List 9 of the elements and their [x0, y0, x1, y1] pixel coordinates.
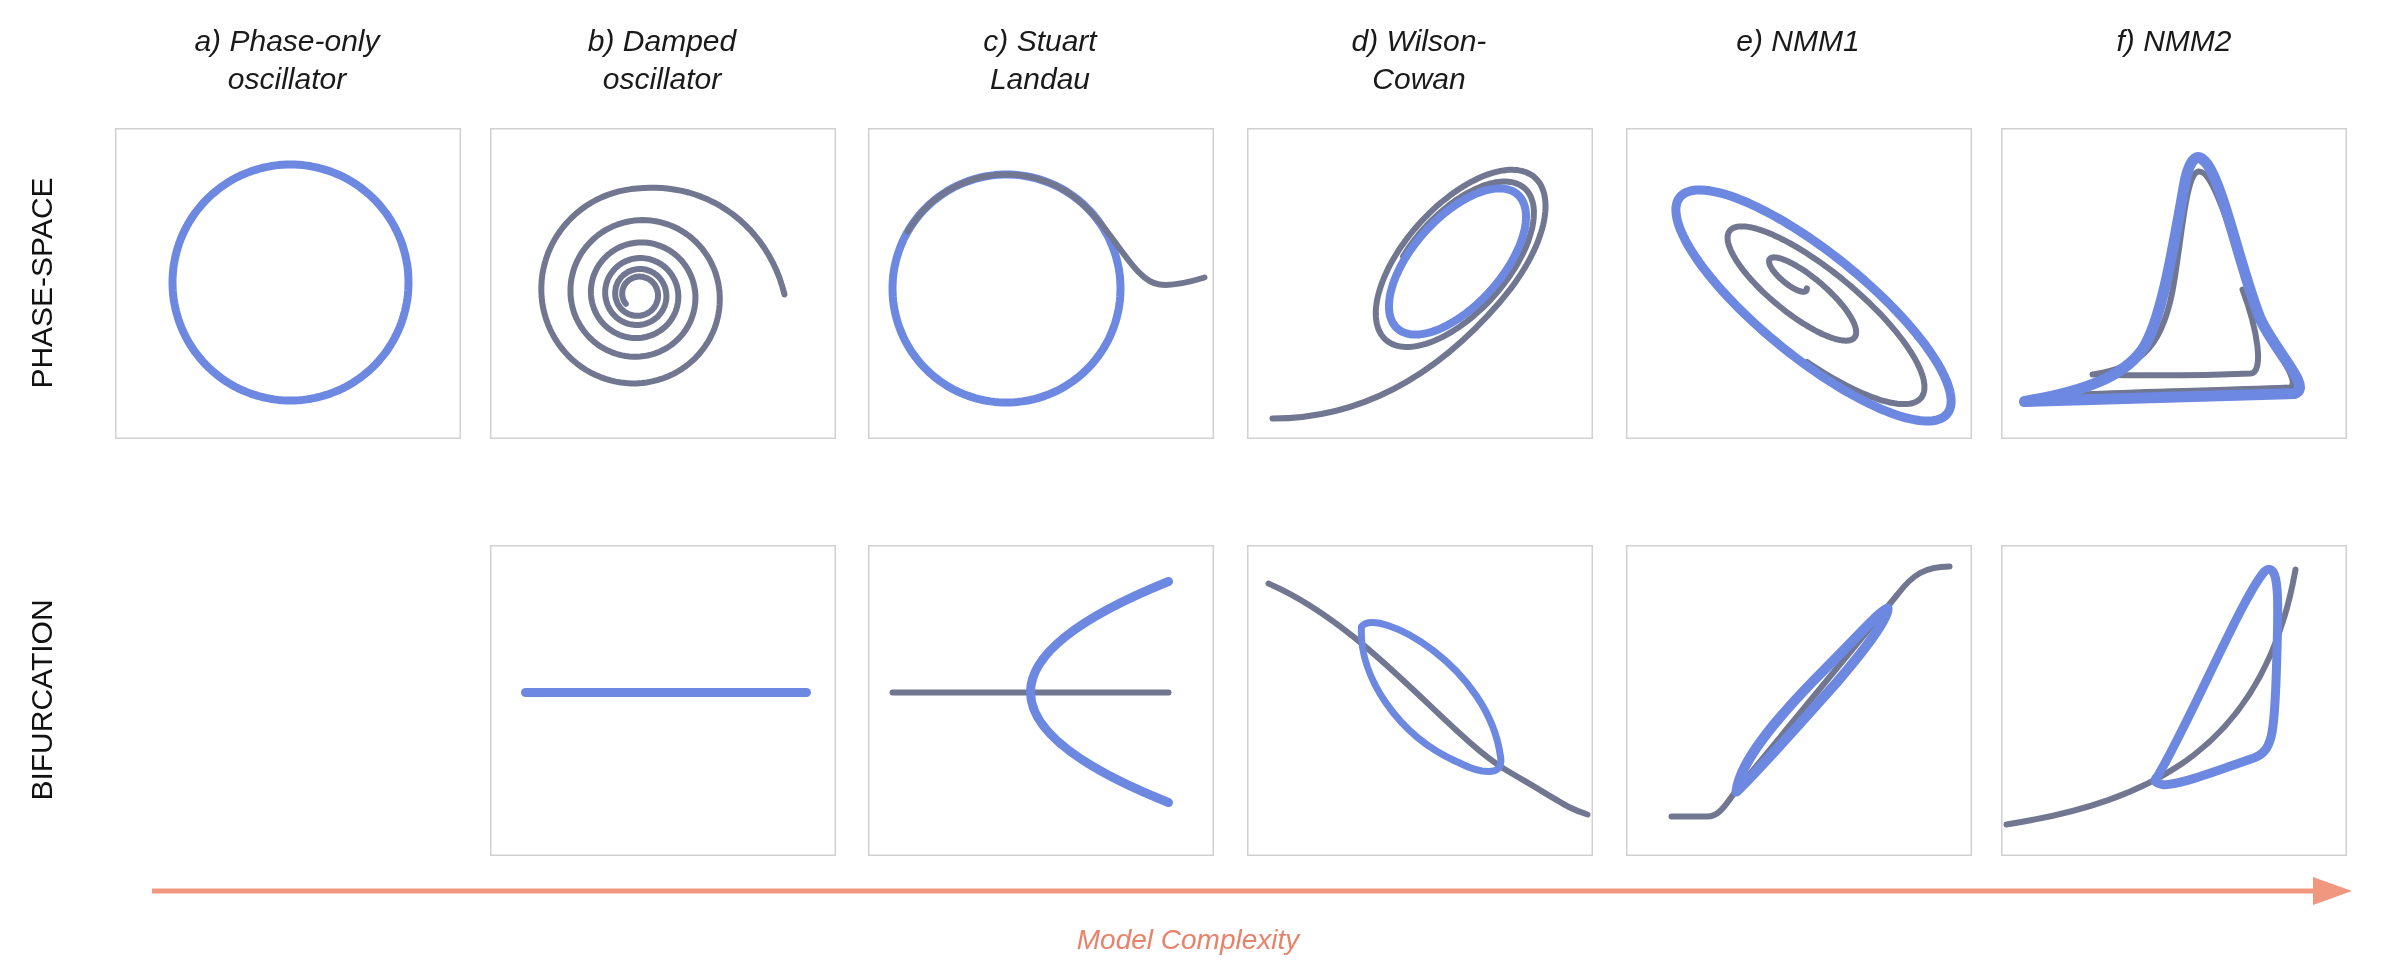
column-heading: d) Wilson-Cowan	[1350, 23, 1488, 97]
column-heading: a) Phase-only oscillator	[193, 23, 382, 97]
column-heading: b) Damped oscillator	[586, 23, 738, 97]
column-heading: f) NMM2	[2115, 23, 2233, 59]
column-heading: e) NMM1	[1735, 23, 1861, 59]
row-label: BIFURCATION	[25, 599, 59, 801]
axis-label: Model Complexity	[1076, 923, 1300, 957]
column-heading: c) Stuart Landau	[982, 23, 1099, 97]
row-label: PHASE-SPACE	[25, 177, 59, 389]
